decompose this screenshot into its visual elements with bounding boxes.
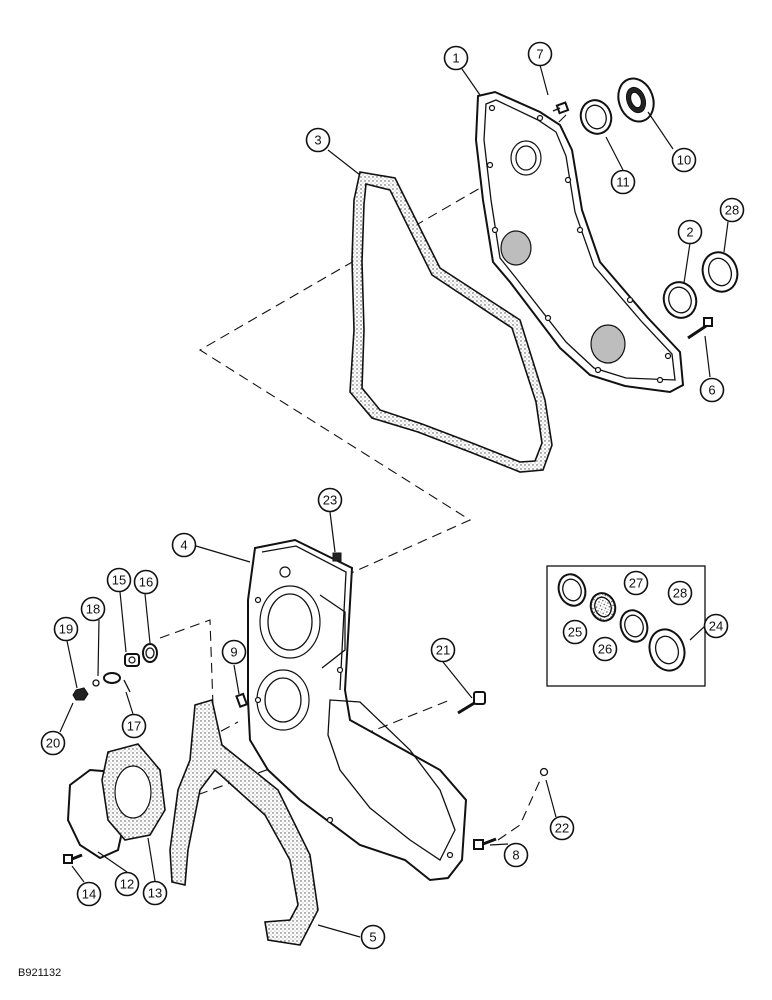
callout-3: 3 [305, 127, 331, 153]
bolt-part-8 [473, 837, 497, 850]
pin-part-9 [235, 692, 249, 708]
housing-gasket [169, 698, 319, 946]
callout-6: 6 [699, 377, 725, 403]
plug-part-23 [332, 552, 342, 562]
callout-27: 27 [623, 570, 649, 596]
front-cover-plate [474, 90, 685, 394]
seal-part-11 [579, 99, 613, 135]
svg-text:3: 3 [314, 133, 321, 148]
seal-part-2 [662, 281, 698, 319]
svg-text:2: 2 [686, 225, 693, 240]
svg-text:21: 21 [436, 643, 450, 658]
fitting-parts-15-20 [72, 643, 158, 701]
callout-18: 18 [80, 596, 106, 622]
bolt-part-7 [552, 101, 570, 115]
callout-26: 26 [592, 636, 618, 662]
callout-5: 5 [360, 924, 386, 950]
gear-housing [247, 538, 468, 882]
callout-13: 13 [142, 880, 168, 906]
svg-text:11: 11 [616, 175, 630, 190]
bearing-part-10 [617, 77, 655, 123]
callout-22: 22 [549, 815, 575, 841]
svg-text:7: 7 [536, 47, 543, 62]
callouts: 1 2 3 4 5 6 7 8 9 10 11 12 13 14 15 16 1… [40, 41, 745, 950]
svg-text:5: 5 [369, 930, 376, 945]
callout-28-top: 28 [719, 197, 745, 223]
svg-text:8: 8 [512, 848, 519, 863]
svg-text:10: 10 [677, 153, 691, 168]
svg-text:17: 17 [127, 719, 141, 734]
callout-8: 8 [503, 842, 529, 868]
svg-text:6: 6 [708, 383, 715, 398]
svg-text:27: 27 [629, 576, 643, 591]
callout-21: 21 [430, 637, 456, 663]
svg-text:28: 28 [725, 203, 739, 218]
svg-text:26: 26 [598, 642, 612, 657]
callout-1: 1 [443, 45, 469, 71]
rear-cover-gasket [349, 171, 553, 473]
callout-4: 4 [171, 532, 197, 558]
callout-17: 17 [121, 713, 147, 739]
svg-text:12: 12 [120, 877, 134, 892]
callout-10: 10 [671, 147, 697, 173]
callout-25: 25 [562, 619, 588, 645]
callout-19: 19 [53, 616, 79, 642]
callout-11: 11 [610, 169, 636, 195]
svg-text:20: 20 [46, 736, 60, 751]
callout-20: 20 [40, 730, 66, 756]
screw-part-6 [687, 317, 713, 340]
ring-part-22 [539, 767, 549, 777]
gasket-part-13 [101, 743, 166, 841]
svg-text:15: 15 [112, 573, 126, 588]
svg-text:16: 16 [139, 575, 153, 590]
callout-9: 9 [221, 639, 247, 665]
svg-text:23: 23 [323, 493, 337, 508]
callout-23: 23 [317, 487, 343, 513]
callout-28-kit: 28 [667, 580, 693, 606]
seal-kit-box [546, 565, 706, 687]
svg-text:4: 4 [180, 538, 187, 553]
svg-text:25: 25 [568, 625, 582, 640]
svg-text:14: 14 [82, 887, 96, 902]
callout-7: 7 [527, 41, 553, 67]
callout-16: 16 [133, 569, 159, 595]
svg-text:22: 22 [555, 821, 569, 836]
svg-text:18: 18 [86, 602, 100, 617]
svg-text:19: 19 [59, 622, 73, 637]
callout-14: 14 [76, 881, 102, 907]
figure-id-label: B921132 [18, 967, 62, 979]
callout-24: 24 [703, 613, 729, 639]
svg-text:1: 1 [452, 51, 459, 66]
svg-text:13: 13 [148, 886, 162, 901]
svg-text:28: 28 [673, 586, 687, 601]
svg-text:9: 9 [230, 645, 237, 660]
svg-text:24: 24 [709, 619, 723, 634]
seal-part-28-top [701, 251, 739, 293]
callout-12: 12 [114, 871, 140, 897]
bolt-part-21 [457, 691, 486, 715]
bolt-part-14 [63, 853, 83, 864]
callout-2: 2 [677, 219, 703, 245]
callout-15: 15 [106, 567, 132, 593]
leader-lines [59, 64, 729, 938]
